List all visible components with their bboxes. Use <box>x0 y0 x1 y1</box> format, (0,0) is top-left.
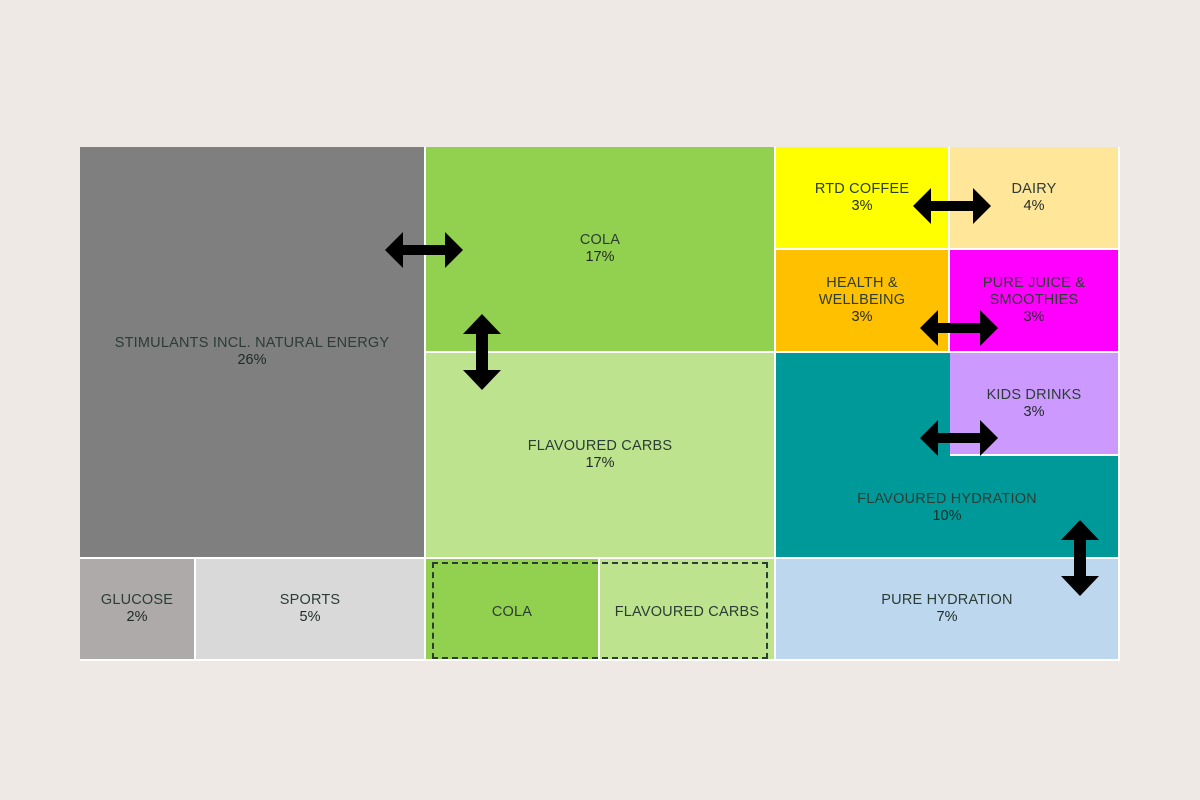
tile-percentage: 17% <box>585 455 615 471</box>
tile-label: GLUCOSE <box>100 592 174 608</box>
tile-label: PURE HYDRATION <box>881 592 1013 608</box>
tile-label: KIDS DRINKS <box>986 386 1082 403</box>
tile-label: FLAVOURED HYDRATION <box>857 491 1037 507</box>
tile-percentage: 10% <box>932 508 962 524</box>
tile-percentage: 3% <box>851 309 873 325</box>
tile-label: RTD COFFEE <box>814 180 910 197</box>
tile-percentage: 3% <box>1023 309 1045 325</box>
tile-percentage: 7% <box>936 609 958 625</box>
tile-percentage: 2% <box>126 609 148 625</box>
tile-label: DAIRY <box>1011 180 1057 197</box>
tile-label: COLA <box>579 232 621 248</box>
subgroup-tile-cola: COLA <box>426 559 600 661</box>
tile-label: HEALTH & WELLBEING <box>818 275 906 308</box>
tile-percentage: 3% <box>1023 403 1045 420</box>
tile-label: FLAVOURED CARBS <box>614 603 760 620</box>
tile-percentage: 5% <box>299 609 321 625</box>
tile-percentage: 4% <box>1023 197 1045 214</box>
tile-percentage: 3% <box>851 197 873 214</box>
tile-label: FLAVOURED CARBS <box>527 438 673 454</box>
tile-label: STIMULANTS INCL. NATURAL ENERGY <box>114 335 390 351</box>
tile-label: PURE JUICE & SMOOTHIES <box>982 275 1086 308</box>
tile-percentage: 26% <box>237 352 267 368</box>
tile-label: COLA <box>491 603 533 620</box>
tile-percentage: 17% <box>585 249 615 265</box>
tile-label: SPORTS <box>279 592 341 608</box>
subgroup-tile-flavoured-carbs: FLAVOURED CARBS <box>600 559 776 661</box>
